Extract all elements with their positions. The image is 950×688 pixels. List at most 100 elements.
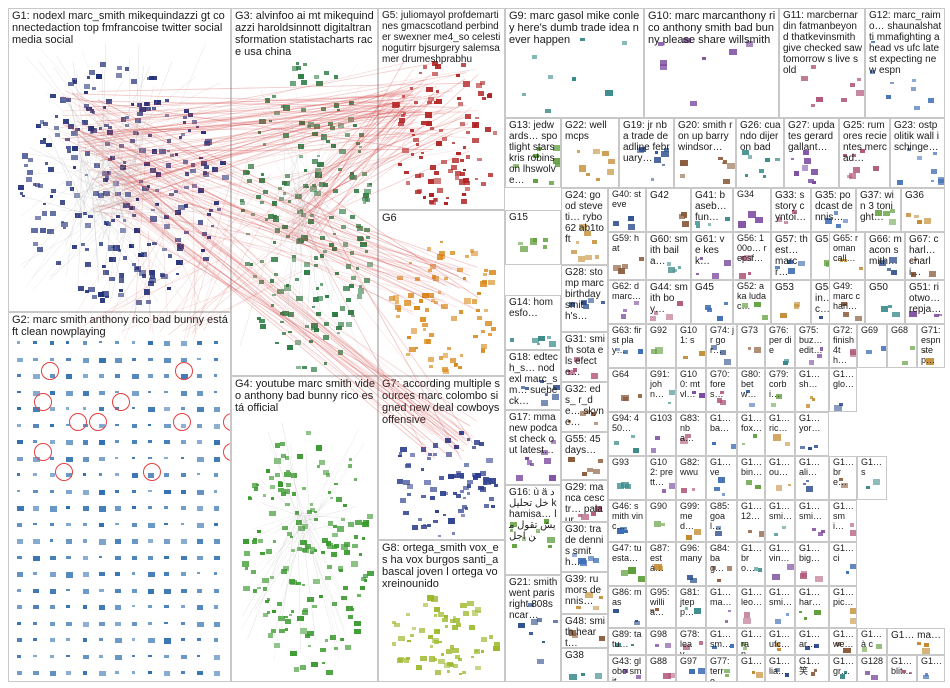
graph-node	[188, 113, 193, 117]
group-panel-g29: G29: manca cesctr… palaur…	[561, 480, 608, 522]
graph-node	[274, 273, 278, 276]
group-label: G32: eds_ r_de… skyne…	[565, 384, 605, 428]
graph-node	[791, 158, 795, 161]
graph-node	[107, 130, 113, 135]
graph-node	[608, 159, 614, 164]
graph-node	[107, 171, 111, 175]
graph-node	[801, 571, 808, 576]
group-label: G13: jedwards… spotlight stars kris robi…	[509, 120, 558, 186]
graph-node	[815, 576, 823, 582]
group-label: G79: corbi…	[769, 370, 792, 400]
group-panel-g52: G52: aka ludac…	[733, 280, 771, 324]
graph-node	[257, 587, 260, 590]
graph-node	[348, 464, 352, 468]
graph-node	[297, 454, 303, 459]
graph-node	[724, 302, 728, 305]
graph-node	[402, 95, 406, 98]
graph-node	[181, 506, 186, 510]
group-panel-g28: G28: stomp marc birthday smith's…	[561, 265, 608, 332]
group-panel-g32: G32: eds_ r_de… skyne…	[561, 382, 608, 432]
graph-node	[428, 635, 433, 639]
graph-node	[886, 95, 891, 99]
graph-node	[331, 552, 337, 557]
graph-node	[241, 209, 245, 212]
graph-node	[275, 342, 278, 345]
graph-node	[775, 158, 779, 161]
graph-node	[416, 665, 423, 670]
graph-node	[132, 263, 136, 266]
graph-node	[748, 530, 752, 533]
graph-node	[480, 81, 485, 85]
graph-node	[197, 407, 204, 412]
graph-node	[214, 490, 218, 493]
group-panel-g63: G63: first play…	[608, 324, 646, 368]
graph-node	[651, 448, 657, 452]
graph-node	[410, 453, 415, 457]
graph-node	[99, 605, 105, 610]
graph-node	[148, 655, 151, 658]
graph-node	[260, 260, 264, 263]
graph-node	[33, 556, 39, 561]
group-label: G78: leav…	[680, 630, 703, 655]
group-label: G61: ve kesk…	[695, 234, 730, 267]
graph-node	[201, 161, 207, 166]
graph-node	[18, 185, 25, 190]
graph-node	[304, 262, 311, 267]
graph-node	[270, 485, 275, 489]
graph-node	[621, 314, 627, 318]
graph-node	[181, 391, 188, 396]
graph-node	[179, 136, 182, 139]
graph-node	[743, 618, 750, 624]
graph-node	[197, 424, 202, 428]
graph-node	[816, 97, 822, 102]
graph-node	[259, 319, 264, 323]
group-label: G50	[869, 282, 902, 293]
graph-node	[579, 165, 587, 171]
group-panel-g43: G43: globo smit…	[608, 655, 646, 682]
graph-node	[821, 530, 825, 533]
graph-node	[164, 539, 170, 544]
graph-node	[263, 143, 267, 146]
graph-node	[475, 666, 481, 671]
graph-node	[132, 655, 136, 658]
graph-node	[304, 169, 307, 172]
graph-node	[316, 312, 321, 316]
graph-node	[581, 673, 585, 676]
group-label: G102: prett…	[650, 458, 673, 488]
graph-node	[214, 341, 218, 344]
graph-node	[605, 90, 612, 96]
graph-node	[335, 272, 339, 275]
graph-node	[812, 181, 816, 184]
graph-node	[452, 158, 459, 163]
graph-node	[931, 169, 937, 174]
graph-node	[245, 567, 248, 569]
graph-node	[938, 179, 945, 184]
graph-node	[40, 228, 46, 233]
graph-node	[17, 440, 23, 444]
graph-node	[132, 214, 136, 217]
graph-node	[312, 605, 317, 609]
graph-node	[72, 245, 77, 249]
group-panel-g99: G99: med…	[676, 500, 706, 542]
graph-node	[82, 120, 88, 125]
graph-node	[50, 523, 55, 527]
graph-node	[421, 525, 426, 529]
graph-node	[94, 163, 100, 168]
graph-node	[75, 128, 80, 132]
group-panel-g38: G38	[561, 648, 608, 682]
graph-node	[311, 327, 315, 330]
group-panel-g14: G14: homesfo…	[505, 295, 561, 350]
graph-node	[527, 460, 532, 464]
graph-node	[17, 671, 22, 675]
group-panel-g78: G78: leav…	[676, 628, 706, 655]
graph-node	[358, 150, 361, 152]
graph-node	[296, 66, 301, 70]
group-label: G1… smi…	[833, 502, 854, 532]
group-label: G93	[612, 458, 643, 468]
group-panel-g86: G86: mas	[608, 586, 646, 628]
graph-node	[344, 550, 350, 555]
group-label: G15	[509, 212, 558, 223]
graph-node	[83, 605, 88, 609]
graph-node	[314, 518, 318, 521]
group-label: G19: jr nba trade deadline february…	[623, 120, 671, 164]
